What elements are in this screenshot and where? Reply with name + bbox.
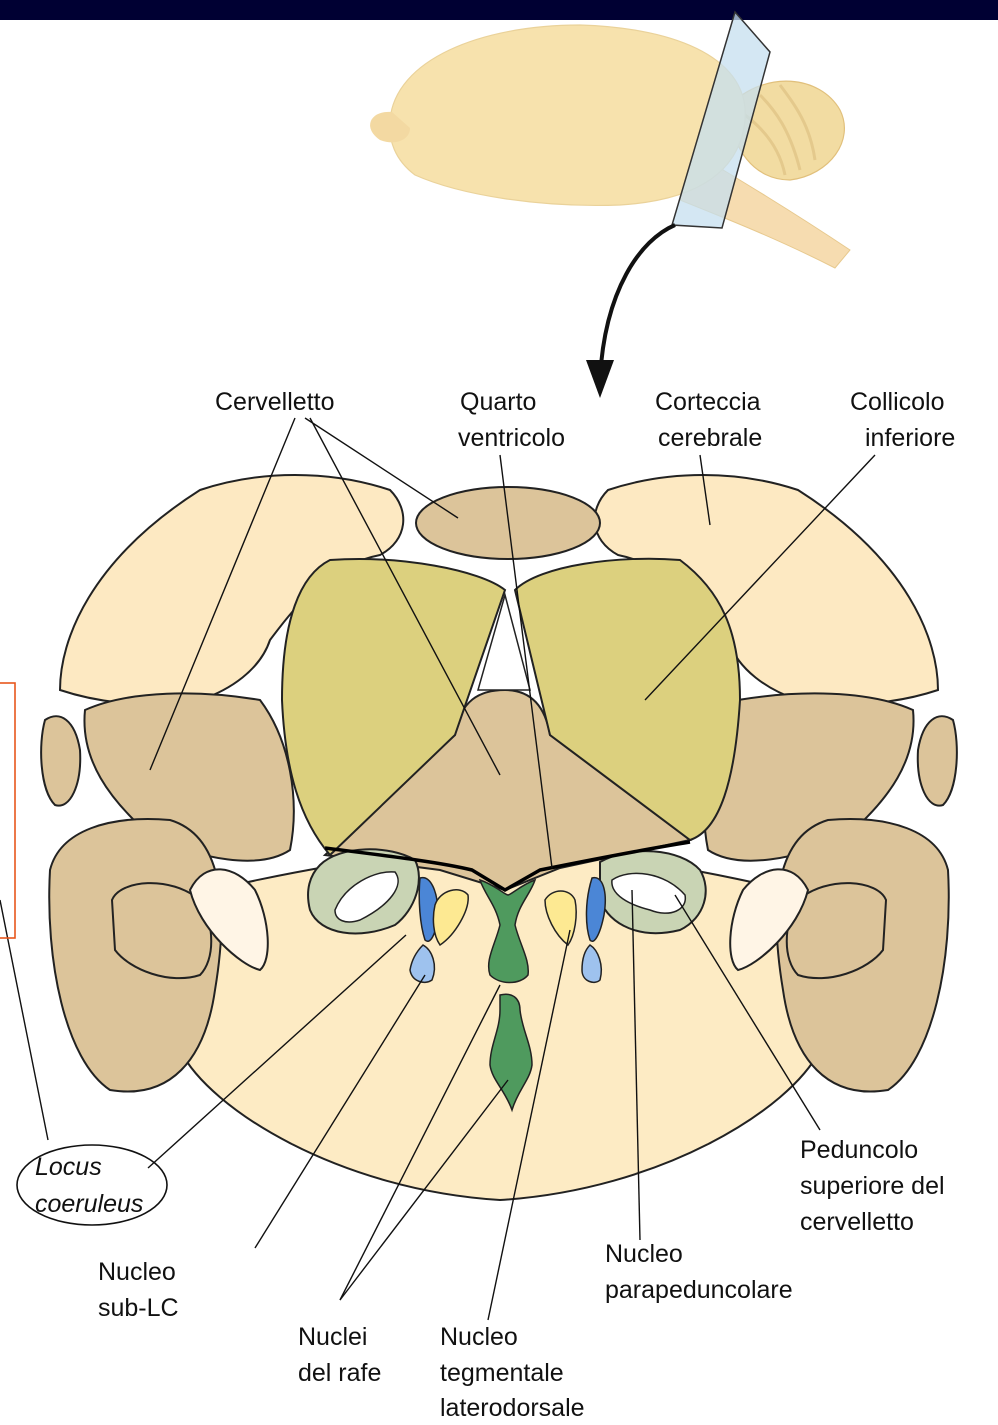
label-tegm-line1: Nucleo [440,1323,518,1351]
label-rafe-line1: Nuclei [298,1323,367,1351]
label-corteccia-line2: cerebrale [658,424,762,452]
label-peduncolo-line2: superiore del [800,1172,945,1200]
label-sublc-line1: Nucleo [98,1258,176,1286]
cerebellum-tip-left [41,716,80,805]
label-quarto-line1: Quarto [460,388,536,416]
label-parap-line2: parapeduncolare [605,1276,793,1304]
label-peduncolo-line1: Peduncolo [800,1136,918,1164]
label-collicolo-line1: Collicolo [850,388,944,416]
label-locus-line2: coeruleus [35,1190,143,1218]
label-collicolo-line2: inferiore [865,424,955,452]
label-rafe-line2: del rafe [298,1359,381,1387]
label-tegm-line2: tegmentale [440,1359,564,1387]
label-corteccia-line1: Corteccia [655,388,761,416]
sagittal-brain [370,12,850,268]
cerebellum-tip-right [918,716,957,805]
lead-highlight [0,900,48,1140]
highlight-box [0,683,15,938]
label-cervelletto: Cervelletto [215,388,335,416]
label-peduncolo-line3: cervelletto [800,1208,914,1236]
label-quarto-line2: ventricolo [458,424,565,452]
section-arrow [600,225,675,378]
label-sublc-line2: sub-LC [98,1294,179,1322]
label-locus-line1: Locus [35,1153,102,1181]
label-parap-line1: Nucleo [605,1240,683,1268]
label-tegm-line3: laterodorsale [440,1394,585,1422]
section-arrowhead [586,360,614,398]
